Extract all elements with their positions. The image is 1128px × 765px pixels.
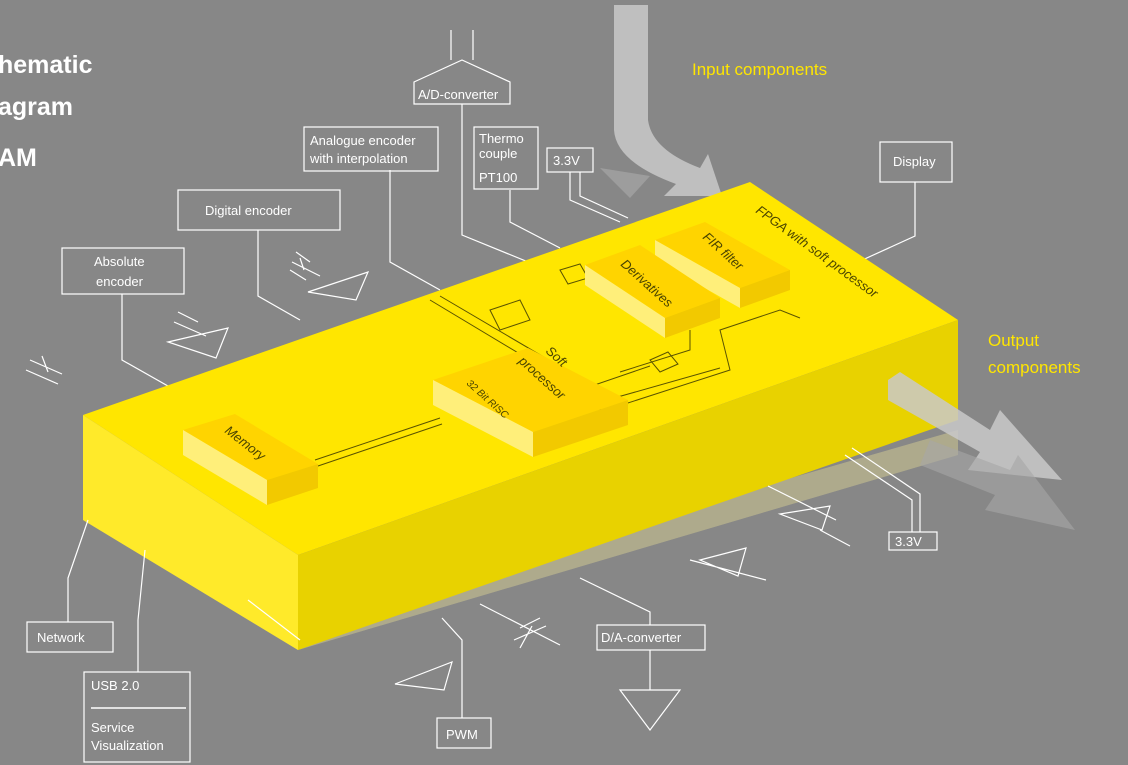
label-absolute-encoder: Absolute encoder (61, 247, 185, 295)
analogue-line-1: Analogue encoder (310, 133, 416, 148)
usb-text: USB 2.0 (91, 678, 139, 693)
label-33v-bottom: 3.3V (888, 531, 938, 551)
analogue-line-2: with interpolation (309, 151, 408, 166)
v33-bottom-text: 3.3V (895, 534, 922, 549)
absolute-line-2: encoder (96, 274, 144, 289)
label-pwm: PWM (436, 717, 492, 749)
input-components-label: Input components (692, 60, 827, 79)
label-usb-service: USB 2.0 Service Visualization (83, 671, 191, 763)
v33-top-text: 3.3V (553, 153, 580, 168)
chip-memory: Memory (183, 414, 318, 505)
thermo-line-3: PT100 (479, 170, 517, 185)
label-digital-encoder: Digital encoder (177, 189, 341, 231)
service-line-2: Visualization (91, 738, 164, 753)
output-label-line-2: components (988, 358, 1081, 377)
external-wires (25, 30, 916, 391)
pwm-text: PWM (446, 727, 478, 742)
label-da-converter: D/A-converter (596, 624, 706, 651)
board-shadow-fade (298, 430, 958, 650)
label-analogue-encoder: Analogue encoder with interpolation (303, 126, 439, 172)
label-network: Network (26, 621, 114, 653)
title-line-3: AM (0, 144, 37, 172)
absolute-line-1: Absolute (94, 254, 145, 269)
network-text: Network (37, 630, 85, 645)
board-front (298, 320, 958, 650)
chip-derivatives: Derivatives (585, 245, 720, 338)
digital-encoder-text: Digital encoder (205, 203, 292, 218)
label-33v-top: 3.3V (546, 147, 594, 173)
da-converter-text: D/A-converter (601, 630, 682, 645)
chip-fir-filter: FIR filter (655, 222, 790, 308)
label-ad-converter: A/D-converter (418, 87, 499, 102)
input-arrow (600, 5, 722, 198)
front-wires (67, 447, 921, 731)
board-left (83, 415, 298, 650)
display-text: Display (893, 154, 936, 169)
output-arrow (888, 372, 1075, 530)
thermo-line-1: Thermo (479, 131, 524, 146)
ad-converter-text: A/D-converter (418, 87, 499, 102)
title-line-1: hematic (0, 51, 93, 79)
output-label-line-1: Output (988, 331, 1039, 350)
thermo-line-2: couple (479, 146, 517, 161)
label-display: Display (879, 141, 953, 183)
diagram-title: hematic agram AM (0, 51, 93, 172)
title-line-2: agram (0, 93, 73, 121)
label-thermo: Thermo couple PT100 (473, 126, 539, 190)
service-line-1: Service (91, 720, 134, 735)
